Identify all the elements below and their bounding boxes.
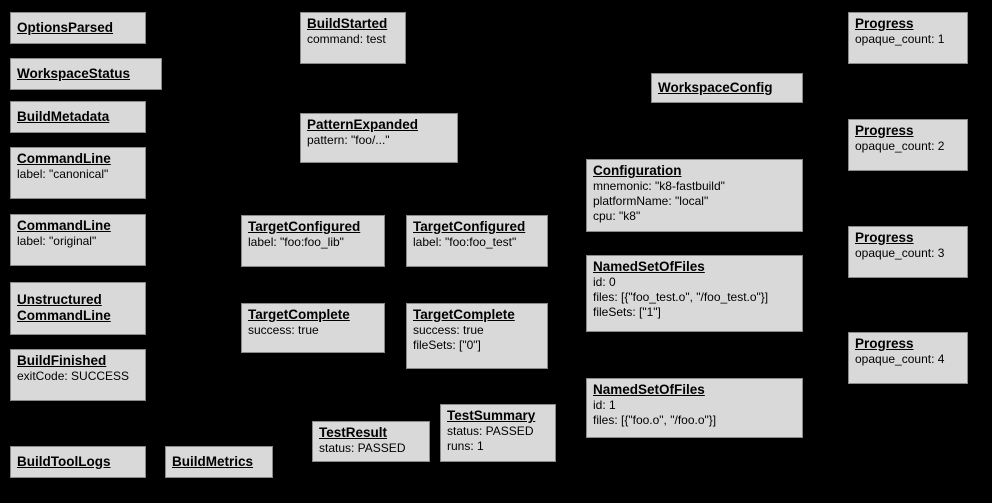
node-field: status: PASSED: [447, 424, 534, 438]
node-field: exitCode: SUCCESS: [17, 369, 130, 383]
node-field: opaque_count: 4: [855, 352, 945, 366]
node-build-metrics[interactable]: BuildMetrics: [165, 446, 273, 478]
node-field: label: "foo:foo_lib": [248, 235, 344, 249]
node-field: runs: 1: [447, 439, 484, 453]
node-title: Progress: [855, 336, 914, 351]
node-field: opaque_count: 2: [855, 139, 945, 153]
node-title: Progress: [855, 16, 914, 31]
node-field: label: "original": [17, 234, 97, 248]
node-field: platformName: "local": [593, 194, 709, 208]
node-title: WorkspaceStatus: [17, 65, 131, 81]
node-title: BuildStarted: [307, 16, 388, 31]
node-field: command: test: [307, 32, 386, 46]
node-field: pattern: "foo/...": [307, 133, 390, 147]
node-unstructured-command-line[interactable]: Unstructured CommandLine: [10, 282, 146, 335]
node-title: TargetComplete: [413, 307, 515, 322]
node-build-tool-logs[interactable]: BuildToolLogs: [10, 446, 146, 478]
node-title: TestResult: [319, 425, 388, 440]
node-title: Unstructured CommandLine: [17, 292, 111, 323]
node-title: TestSummary: [447, 408, 536, 423]
node-title: CommandLine: [17, 151, 111, 166]
node-title: NamedSetOfFiles: [593, 382, 705, 397]
node-title: BuildMetadata: [17, 108, 110, 124]
node-title: CommandLine: [17, 218, 111, 233]
node-field: id: 1: [593, 398, 616, 412]
node-title: BuildFinished: [17, 353, 107, 368]
node-title: NamedSetOfFiles: [593, 259, 705, 274]
node-title: BuildMetrics: [172, 453, 254, 469]
node-field: label: "canonical": [17, 167, 109, 181]
node-field: mnemonic: "k8-fastbuild": [593, 179, 725, 193]
node-field: status: PASSED: [319, 441, 406, 455]
node-field: opaque_count: 3: [855, 246, 945, 260]
node-title: TargetConfigured: [413, 219, 526, 234]
node-field: opaque_count: 1: [855, 32, 945, 46]
node-field: success: true: [413, 323, 484, 337]
node-field: id: 0: [593, 275, 616, 289]
node-title: PatternExpanded: [307, 117, 419, 132]
node-field: fileSets: ["0"]: [413, 338, 481, 352]
node-title: Progress: [855, 230, 914, 245]
node-title: Progress: [855, 123, 914, 138]
node-workspace-config[interactable]: WorkspaceConfig: [651, 73, 803, 103]
node-title: OptionsParsed: [17, 19, 114, 35]
node-field: cpu: "k8": [593, 209, 641, 223]
node-title: Configuration: [593, 163, 682, 178]
node-title: BuildToolLogs: [17, 453, 111, 469]
node-title: TargetConfigured: [248, 219, 361, 234]
node-field: files: [{"foo.o", "/foo.o"}]: [593, 413, 717, 427]
node-field: label: "foo:foo_test": [413, 235, 517, 249]
node-build-metadata[interactable]: BuildMetadata: [10, 101, 146, 133]
node-field: success: true: [248, 323, 319, 337]
node-title: TargetComplete: [248, 307, 350, 322]
node-title: WorkspaceConfig: [658, 79, 773, 95]
node-workspace-status[interactable]: WorkspaceStatus: [10, 58, 162, 90]
node-field: fileSets: ["1"]: [593, 305, 661, 319]
node-options-parsed[interactable]: OptionsParsed: [10, 12, 146, 44]
node-field: files: [{"foo_test.o", "/foo_test.o"}]: [593, 290, 769, 304]
